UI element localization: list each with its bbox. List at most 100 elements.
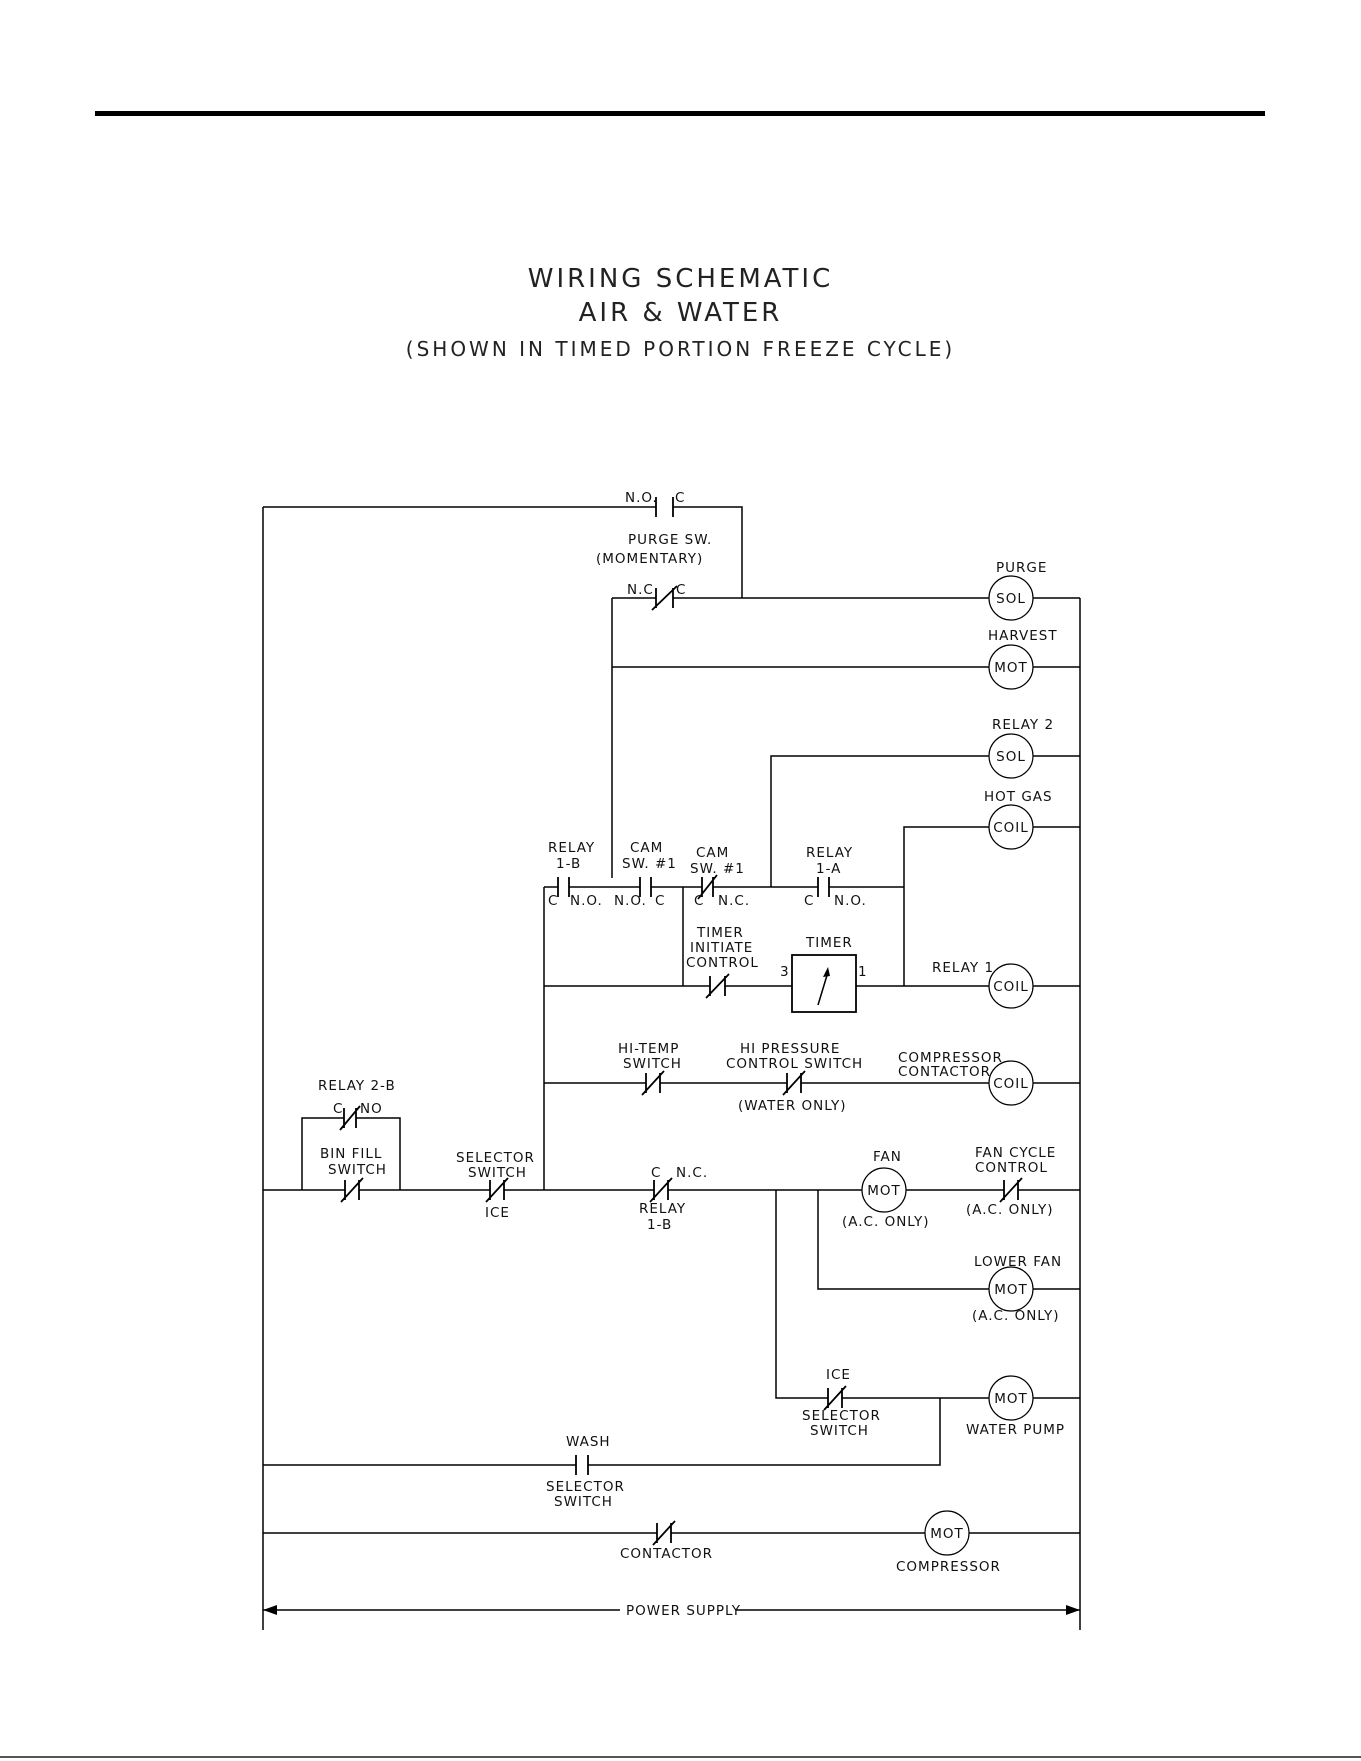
lower-fan-ac-only-label: (A.C. ONLY): [972, 1308, 1060, 1324]
hi-pressure-label-1: HI PRESSURE: [740, 1041, 840, 1057]
timer-initiate-label-2: INITIATE: [690, 940, 753, 956]
bottom-horizontal-rule: [0, 1756, 1361, 1758]
cam2-label-1: CAM: [696, 845, 729, 861]
relay2-solenoid: SOL: [988, 733, 1034, 779]
compressor-contactor-label-2: CONTACTOR: [898, 1064, 991, 1080]
timer-pin-1: 1: [858, 964, 868, 980]
timer-box: [791, 954, 857, 1013]
schematic-title-block: WIRING SCHEMATIC AIR & WATER (SHOWN IN T…: [0, 262, 1361, 364]
cam1-label-1: CAM: [630, 840, 663, 856]
lower-fan-motor: MOT: [988, 1266, 1034, 1312]
compressor-motor: MOT: [924, 1510, 970, 1556]
lower-fan-title: LOWER FAN: [974, 1254, 1062, 1270]
selector-ice-label: ICE: [485, 1205, 510, 1221]
svg-text:COIL: COIL: [993, 1076, 1029, 1092]
bin-fill-label-1: BIN FILL: [320, 1146, 382, 1162]
svg-text:COIL: COIL: [993, 820, 1029, 836]
relay1-coil-title: RELAY 1: [932, 960, 994, 976]
contactor-title: CONTACTOR: [620, 1546, 713, 1562]
timer-initiate-label-3: CONTROL: [686, 955, 759, 971]
ice-selector-label-1: SELECTOR: [802, 1408, 881, 1424]
compressor-contactor-coil: COIL: [988, 1060, 1034, 1106]
purge-sw-momentary-label: (MOMENTARY): [596, 551, 703, 567]
cam1-c-label: C: [655, 893, 665, 909]
svg-text:MOT: MOT: [994, 1391, 1028, 1407]
relay1b-top-label-1: RELAY: [548, 840, 595, 856]
purge-solenoid: SOL: [988, 575, 1034, 621]
fan-title: FAN: [873, 1149, 902, 1165]
power-arrow-right: [1066, 1605, 1080, 1615]
power-supply-label: POWER SUPPLY: [626, 1603, 741, 1619]
ice-selector-ice-label: ICE: [826, 1367, 851, 1383]
wire-wash: [263, 1398, 941, 1466]
svg-text:MOT: MOT: [994, 1282, 1028, 1298]
svg-text:COIL: COIL: [993, 979, 1029, 995]
purge-sw-no-label: N.O.: [625, 490, 658, 506]
relay1b-top-c-label: C: [548, 893, 558, 909]
fan-ac-only-label: (A.C. ONLY): [842, 1214, 930, 1230]
relay1a-label-1: RELAY: [806, 845, 853, 861]
hot-gas-coil: COIL: [988, 804, 1034, 850]
cam2-c-label: C: [694, 893, 704, 909]
title-line-3: (SHOWN IN TIMED PORTION FREEZE CYCLE): [405, 337, 956, 361]
cam1-label-2: SW. #1: [622, 856, 677, 872]
relay2b-no-label: NO: [360, 1101, 383, 1117]
power-arrow-left: [263, 1605, 277, 1615]
relay1a-c-label: C: [804, 893, 814, 909]
relay2b-title: RELAY 2-B: [318, 1078, 396, 1094]
fan-motor: MOT: [861, 1167, 907, 1213]
harvest-motor: MOT: [988, 644, 1034, 690]
cam1-no-label: N.O.: [614, 893, 647, 909]
fan-cycle-label-2: CONTROL: [975, 1160, 1048, 1176]
wash-selector-label-2: SWITCH: [554, 1494, 613, 1510]
svg-text:SOL: SOL: [996, 591, 1026, 607]
purge-sw-c-bot-label: C: [676, 582, 686, 598]
relay2-sol-title: RELAY 2: [992, 717, 1054, 733]
svg-text:SOL: SOL: [996, 749, 1026, 765]
wire-purge-no: [263, 506, 743, 598]
water-only-label: (WATER ONLY): [738, 1098, 846, 1114]
timer-title: TIMER: [805, 935, 853, 951]
timer-pin-3: 3: [780, 964, 790, 980]
relay1b-bot-nc-label: N.C.: [676, 1165, 708, 1181]
wash-title: WASH: [566, 1434, 611, 1450]
harvest-mot-title: HARVEST: [988, 628, 1058, 644]
selector-label-2: SWITCH: [468, 1165, 527, 1181]
relay2b-c-label: C: [333, 1101, 343, 1117]
svg-text:MOT: MOT: [994, 660, 1028, 676]
cam2-label-2: SW. #1: [690, 861, 745, 877]
water-pump-motor: MOT: [988, 1375, 1034, 1421]
hi-temp-label-2: SWITCH: [623, 1056, 682, 1072]
purge-sol-title: PURGE: [996, 560, 1047, 576]
ice-selector-label-2: SWITCH: [810, 1423, 869, 1439]
water-pump-title: WATER PUMP: [966, 1422, 1065, 1438]
top-horizontal-rule: [95, 111, 1265, 116]
wash-selector-label-1: SELECTOR: [546, 1479, 625, 1495]
relay1-coil: COIL: [988, 963, 1034, 1009]
relay1b-bot-label-2: 1-B: [647, 1217, 672, 1233]
svg-text:MOT: MOT: [867, 1183, 901, 1199]
purge-sw-c-top-label: C: [675, 490, 685, 506]
wire-relay2b-loop: [301, 1117, 401, 1190]
fan-cycle-ac-only-label: (A.C. ONLY): [966, 1202, 1054, 1218]
timer-initiate-label-1: TIMER: [696, 925, 744, 941]
svg-text:MOT: MOT: [930, 1526, 964, 1542]
compressor-title: COMPRESSOR: [896, 1559, 1001, 1575]
labels: N.O. C PURGE SW. (MOMENTARY) N.C. C PURG…: [318, 490, 1065, 1619]
fan-cycle-label-1: FAN CYCLE: [975, 1145, 1056, 1161]
bin-fill-label-2: SWITCH: [328, 1162, 387, 1178]
wires: [262, 506, 1081, 1630]
title-line-1: WIRING SCHEMATIC: [527, 264, 834, 294]
relay1b-bot-c-label: C: [651, 1165, 661, 1181]
selector-label-1: SELECTOR: [456, 1150, 535, 1166]
cam2-nc-label: N.C.: [718, 893, 750, 909]
purge-sw-name-label: PURGE SW.: [628, 532, 712, 548]
relay1a-no-label: N.O.: [834, 893, 867, 909]
relay1a-label-2: 1-A: [816, 861, 841, 877]
purge-sw-nc-label: N.C.: [627, 582, 659, 598]
hot-gas-title: HOT GAS: [984, 789, 1053, 805]
compressor-contactor-label-1: COMPRESSOR: [898, 1050, 1003, 1066]
relay1b-top-no-label: N.O.: [570, 893, 603, 909]
hi-temp-label-1: HI-TEMP: [618, 1041, 679, 1057]
